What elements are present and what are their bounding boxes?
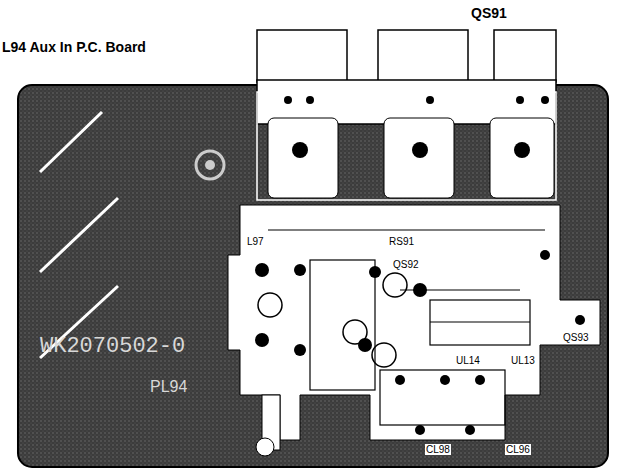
trace-outlines: [268, 230, 545, 425]
board-name: PL94: [150, 378, 187, 396]
connector-housing: [257, 30, 556, 124]
part-label: CL98: [425, 444, 451, 455]
part-label: L97: [246, 236, 265, 247]
mount-hole: [196, 151, 224, 179]
connector-label: QS91: [470, 6, 508, 21]
traces: [228, 118, 600, 456]
part-label: QS92: [392, 259, 420, 270]
board-number: WK2070502-0: [40, 335, 185, 359]
part-label: UL13: [510, 355, 536, 366]
part-label: QS93: [562, 332, 590, 343]
pads: [255, 96, 585, 435]
part-label: UL14: [455, 355, 481, 366]
part-label: RS91: [388, 236, 415, 247]
part-label: CL96: [505, 444, 531, 455]
board-title: L94 Aux In P.C. Board: [2, 40, 146, 55]
silk-marks: [40, 112, 118, 358]
board: [18, 85, 608, 467]
transistor-outlines: [258, 273, 407, 367]
